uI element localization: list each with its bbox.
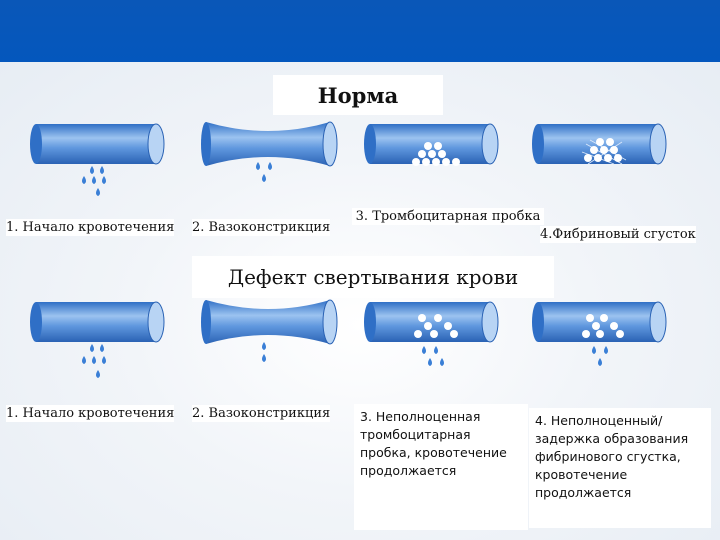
- vessel-start-bleeding-normal: [30, 123, 165, 196]
- caption-normal-1: 1. Начало кровотечения: [6, 219, 175, 236]
- vessel-platelet-plug-normal: [364, 123, 499, 166]
- caption-defect-4: 4. Неполноценный/ задержка образования ф…: [529, 408, 711, 528]
- caption-defect-3: 3. Неполноценная тромбоцитарная пробка, …: [354, 404, 528, 530]
- header-bar: [0, 0, 720, 62]
- caption-normal-3: 3. Тромбоцитарная пробка: [352, 208, 544, 225]
- caption-defect-2: 2. Вазоконстрикция: [192, 405, 331, 422]
- vessel-fibrin-clot-normal: [532, 123, 667, 165]
- caption-defect-1: 1. Начало кровотечения: [6, 405, 175, 422]
- title-defect: Дефект свертывания крови: [192, 256, 554, 298]
- title-normal: Норма: [273, 75, 443, 115]
- vessel-incomplete-plug-defect: [364, 301, 499, 366]
- vessel-start-bleeding-defect: [30, 301, 165, 378]
- vessel-vasoconstriction-defect: [201, 299, 338, 362]
- vessel-incomplete-clot-defect: [532, 301, 667, 366]
- vessel-vasoconstriction-normal: [201, 121, 338, 182]
- caption-normal-4: 4.Фибриновый сгусток: [540, 226, 696, 243]
- caption-normal-2: 2. Вазоконстрикция: [192, 219, 331, 236]
